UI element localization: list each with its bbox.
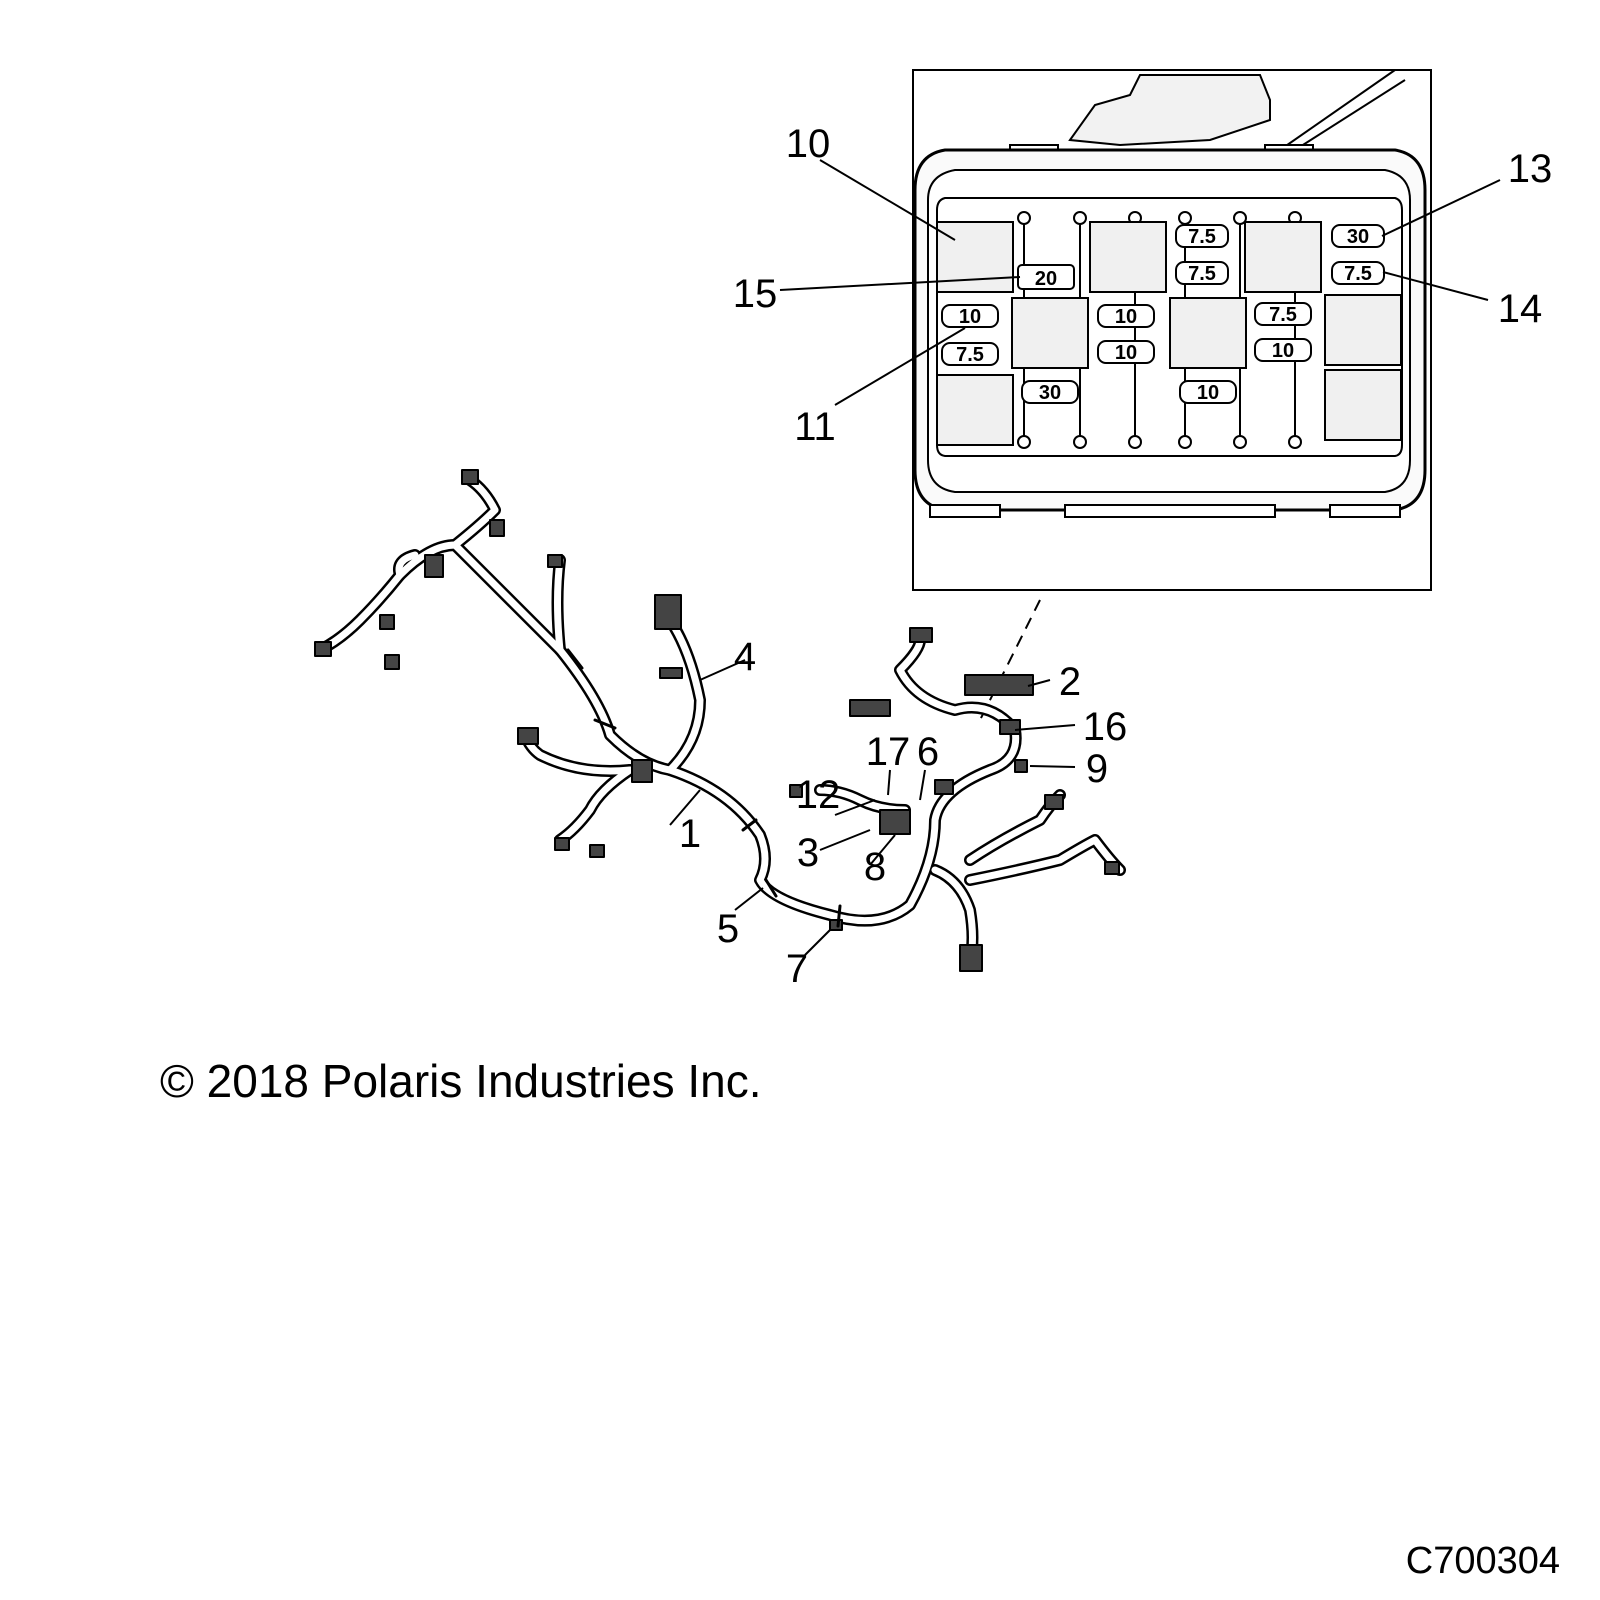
fuse-rating: 10 [1115, 306, 1137, 328]
fuse: 7.5 [1254, 302, 1312, 326]
callout-17: 17 [866, 730, 911, 774]
fuse-rating: 7.5 [1269, 304, 1297, 326]
callout-9: 9 [1086, 747, 1108, 791]
fuse-rating: 7.5 [1188, 263, 1216, 285]
wiring-harness [314, 469, 1126, 972]
inset-link-line [979, 599, 1041, 721]
callout-15: 15 [733, 272, 778, 316]
fuse: 7.5 [1175, 261, 1229, 285]
callout-11: 11 [794, 405, 836, 449]
callout-3: 3 [797, 831, 819, 875]
fuse: 7.5 [1331, 261, 1385, 285]
fuse-box-inset: 7.5 7.5 30 7.5 20 10 [912, 69, 1432, 591]
fuse: 7.5 [1175, 224, 1229, 248]
fuse: 20 [1017, 264, 1075, 290]
copyright-notice: © 2018 Polaris Industries Inc. [160, 1055, 762, 1107]
fuse-rating: 10 [1272, 340, 1294, 362]
fuse: 10 [1097, 340, 1155, 364]
fuse: 10 [1097, 304, 1155, 328]
fuse-rating: 7.5 [1344, 263, 1372, 285]
callout-4: 4 [734, 635, 756, 679]
callout-6: 6 [917, 730, 939, 774]
callout-1: 1 [679, 812, 701, 856]
callout-12: 12 [796, 773, 841, 817]
fuse-rating: 10 [959, 306, 981, 328]
callout-16: 16 [1083, 705, 1128, 749]
fuse-rating: 20 [1035, 268, 1057, 290]
fuse: 10 [1254, 338, 1312, 362]
fuse: 7.5 [941, 342, 999, 366]
drawing-id: C700304 [1405, 1540, 1560, 1582]
fuse-rating: 10 [1197, 382, 1219, 404]
fuse-rating: 30 [1347, 226, 1369, 248]
fuse: 10 [1179, 380, 1237, 404]
callout-labels: 10 15 11 13 14 4 2 16 9 17 6 12 1 3 8 5 … [679, 122, 1552, 991]
fuse-blocks: 7.5 7.5 30 7.5 20 10 [941, 224, 1385, 404]
callout-5: 5 [717, 907, 739, 951]
callout-14: 14 [1498, 287, 1543, 331]
fuse-rating: 7.5 [956, 344, 984, 366]
fuse: 10 [941, 304, 999, 328]
callout-10: 10 [786, 122, 831, 166]
fuse-rating: 10 [1115, 342, 1137, 364]
callout-7: 7 [786, 947, 808, 991]
harness-connectors [314, 469, 1120, 972]
callout-13: 13 [1508, 147, 1553, 191]
callout-8: 8 [864, 845, 886, 889]
leader-lines [669, 159, 1501, 956]
fuse: 30 [1331, 224, 1385, 248]
fuse: 30 [1021, 380, 1079, 404]
fuse-rating: 30 [1039, 382, 1061, 404]
fuse-rating: 7.5 [1188, 226, 1216, 248]
callout-2: 2 [1059, 660, 1081, 704]
